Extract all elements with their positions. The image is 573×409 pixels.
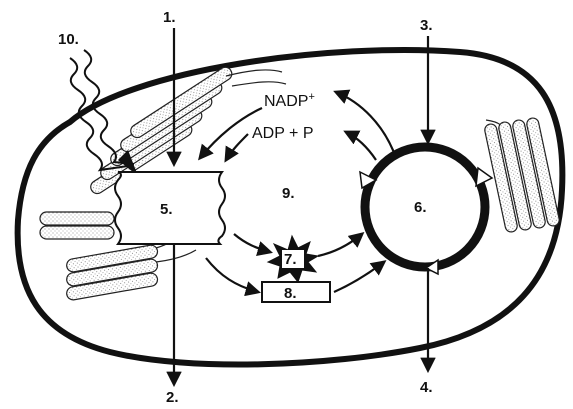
label-10: 10. <box>58 31 79 48</box>
adp-p-label: ADP + P <box>252 125 314 142</box>
label-6: 6. <box>414 199 427 216</box>
label-8: 8. <box>284 285 297 302</box>
light-ray-arrow <box>69 49 138 176</box>
label-2: 2. <box>166 389 179 406</box>
flow-arrows <box>166 28 436 388</box>
label-9: 9. <box>282 185 295 202</box>
granum-stack-right <box>484 117 560 233</box>
label-4: 4. <box>420 379 433 396</box>
label-7: 7. <box>284 251 297 268</box>
label-1: 1. <box>163 9 176 26</box>
light-reactions-box <box>114 171 226 245</box>
granum-stack-lower-left <box>39 201 197 301</box>
calvin-cycle-circle <box>359 142 494 276</box>
nadp-text: NADP <box>264 93 308 110</box>
nadp-charge: + <box>308 91 314 103</box>
label-3: 3. <box>420 17 433 34</box>
label-5: 5. <box>160 201 173 218</box>
chloroplast-membrane <box>14 47 566 368</box>
starburst-label-bg <box>282 250 304 268</box>
product-rectangle-8 <box>261 281 331 303</box>
nadp-plus-label: NADP+ <box>264 91 315 110</box>
